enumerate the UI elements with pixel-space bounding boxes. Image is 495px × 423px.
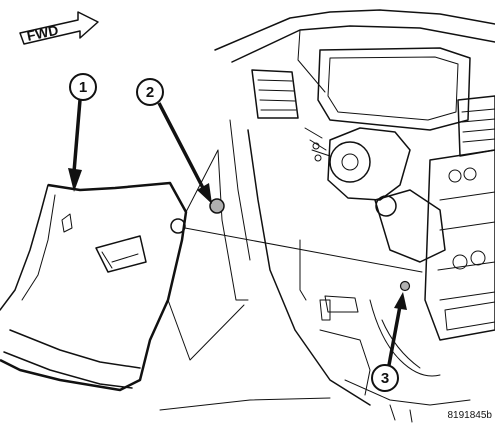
mounting-hole bbox=[399, 280, 411, 292]
callout-3: 3 bbox=[371, 292, 407, 392]
cowl-trim-panel bbox=[0, 181, 188, 392]
callout-2-number: 2 bbox=[146, 84, 154, 101]
panel-outline-guide bbox=[167, 149, 249, 361]
figure-id: 8191845b bbox=[448, 410, 493, 421]
push-pin-fastener bbox=[209, 198, 225, 214]
leader-line-2 bbox=[157, 102, 205, 189]
arrowhead-1 bbox=[68, 168, 82, 192]
forward-arrow-icon: FWD bbox=[19, 11, 99, 45]
callout-2: 2 bbox=[136, 78, 212, 204]
arrowhead-3 bbox=[394, 292, 407, 310]
leader-line-3 bbox=[387, 305, 402, 366]
instrument-panel bbox=[159, 9, 495, 423]
arrowhead-2 bbox=[197, 183, 212, 204]
callout-1: 1 bbox=[68, 73, 97, 192]
callout-1-number: 1 bbox=[79, 79, 87, 96]
callout-3-number: 3 bbox=[381, 370, 389, 387]
alignment-line bbox=[184, 227, 423, 273]
leader-line-1 bbox=[72, 99, 82, 173]
fwd-label: FWD bbox=[25, 22, 60, 44]
